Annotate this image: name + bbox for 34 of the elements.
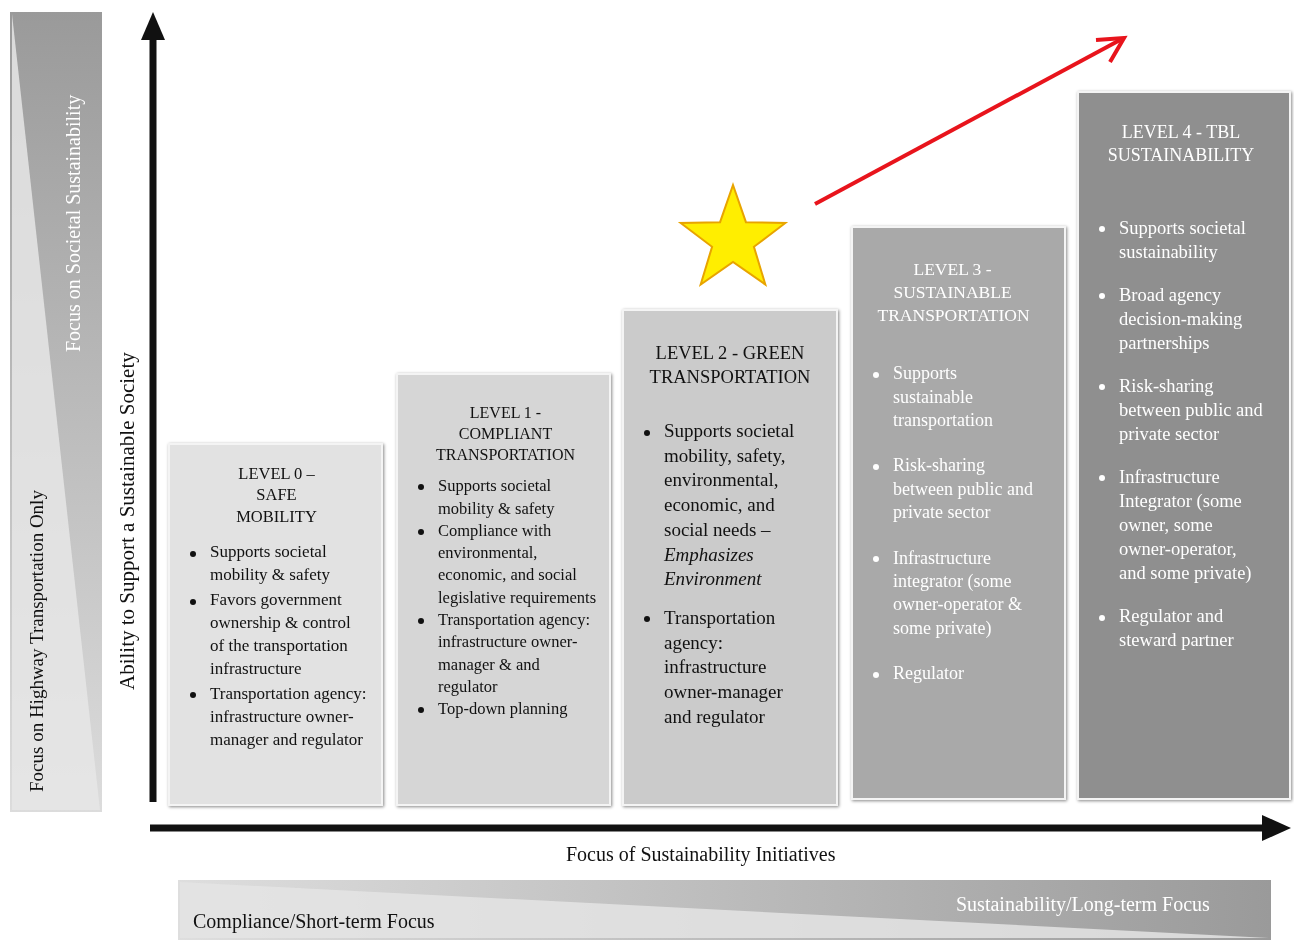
level-heading: LEVEL 3 - SUSTAINABLE TRANSPORTATION bbox=[877, 258, 1028, 327]
bullet-text: Compliance with environmental, economic, and social legislative requirements bbox=[438, 519, 597, 609]
bullet-text: Broad agency decision-making partnerships bbox=[1119, 282, 1267, 355]
level-heading: LEVEL 4 - TBL SUSTAINABILITY bbox=[1106, 121, 1256, 168]
level-panel bbox=[396, 373, 611, 806]
bullet-text: Infrastructure integrator (some owner-operator & some private) bbox=[893, 546, 1036, 641]
level-panel bbox=[1077, 91, 1291, 800]
level-heading: LEVEL 2 - GREEN TRANSPORTATION bbox=[648, 342, 812, 390]
axis-title: Compliance/Short-term Focus bbox=[193, 910, 435, 933]
bullet-text: Risk-sharing between public and private sector bbox=[893, 454, 1036, 525]
level-panel bbox=[851, 226, 1066, 800]
bullet-text: Risk-sharing between public and private sector bbox=[1119, 374, 1267, 447]
bullet-text: Supports societal mobility, safety, environmental, economic, and social needs – Emphasizes Environment bbox=[664, 419, 814, 592]
level-heading: LEVEL 0 – SAFE MOBILITY bbox=[235, 463, 318, 528]
level-panel bbox=[622, 309, 838, 806]
axis-title: Focus on Highway Transportation Only bbox=[26, 490, 48, 792]
level-panel bbox=[168, 443, 383, 806]
bullet-text: Supports societal sustainability bbox=[1119, 215, 1267, 264]
axis-title: Ability to Support a Sustainable Society bbox=[115, 352, 140, 690]
axis-title: Focus of Sustainability Initiatives bbox=[566, 843, 836, 866]
bullet-text: Infrastructure Integrator (some owner, some owner-operator, and some private) bbox=[1119, 465, 1267, 586]
axis-title: Sustainability/Long-term Focus bbox=[956, 893, 1210, 916]
bullet-text: Transportation agency: infrastructure owner-manager and regulator bbox=[210, 682, 367, 752]
bullet-text: Regulator bbox=[893, 662, 1036, 686]
bullet-text: Transportation agency: infrastructure owner-manager & and regulator bbox=[438, 609, 597, 699]
bullet-text: Transportation agency: infrastructure owner-manager and regulator bbox=[664, 605, 814, 730]
bullet-text: Top-down planning bbox=[438, 698, 597, 721]
level-heading: LEVEL 1 - COMPLIANT TRANSPORTATION bbox=[434, 403, 577, 465]
bullet-text: Regulator and steward partner bbox=[1119, 604, 1267, 653]
bullet-text: Supports societal mobility & safety bbox=[438, 475, 597, 520]
bullet-text: Favors government ownership & control of the transportation infrastructure bbox=[210, 589, 367, 681]
bullet-text: Supports societal mobility & safety bbox=[210, 541, 367, 588]
axis-title: Focus on Societal Sustainability bbox=[62, 94, 85, 352]
bullet-text: Supports sustainable transportation bbox=[893, 362, 1036, 433]
